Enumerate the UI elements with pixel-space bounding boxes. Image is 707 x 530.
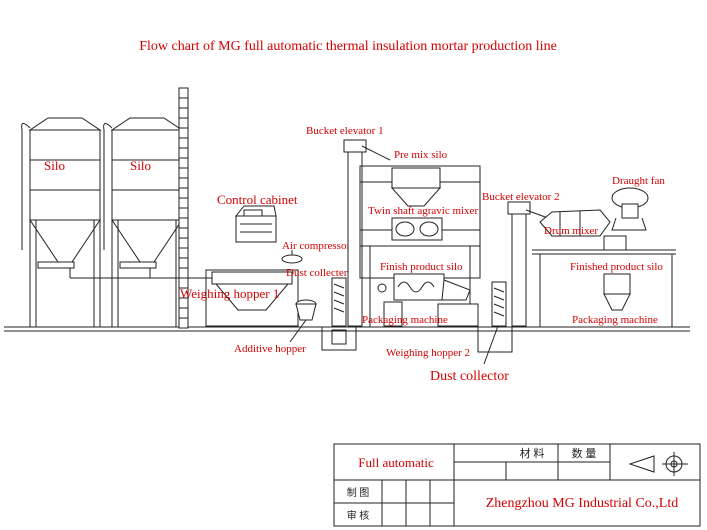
draught-fan-label: Draught fan [612,175,665,187]
twin-shaft-mixer [391,217,443,241]
dust-collector-2-label: Dust collector [430,369,509,384]
brick-wall [178,87,189,329]
drum-mixer-label: Drum mixer [544,225,598,237]
title-block [333,443,701,527]
silo-2-label: Silo [130,158,151,173]
dust-collector-1 [331,277,347,327]
air-compressor-label: Air compressor [282,240,350,252]
weighing-hopper-1-label: Weighing hopper 1 [180,286,279,301]
pit-1 [321,327,357,351]
weighing-hopper-2-label: Weighing hopper 2 [386,347,470,359]
pre-mix-silo-label: Pre mix silo [394,149,448,161]
packaging-machine-1 [377,283,479,327]
drum-mixer [539,209,627,251]
silo-2 [103,117,184,327]
title-block-material: 材 料 [520,446,545,460]
packaging-machine-1-label: Packaging machine [362,314,448,326]
additive-hopper-label: Additive hopper [234,343,306,355]
dust-collector-1-label: Dust collecter [286,267,348,279]
twin-shaft-mixer-label: Twin shaft agravic mixer [368,205,478,217]
company-name: Zhengzhou MG Industrial Co.,Ltd [486,496,678,511]
title-block-quantity: 数 量 [572,447,597,460]
pit-2 [477,327,513,353]
finish-product-silo [393,273,471,301]
title-block-checked: 审 核 [347,509,370,522]
weighing-hopper-1 [205,269,299,327]
silo-1-label: Silo [44,158,65,173]
finished-product-silo [603,273,631,311]
draught-fan [611,187,649,231]
air-compressor [281,250,303,264]
finish-product-silo-label: Finish product silo [380,261,463,273]
title-block-mode: Full automatic [358,455,434,470]
additive-hopper [289,299,317,343]
control-cabinet [234,205,277,243]
finished-product-silo-label: Finished product silo [570,261,663,273]
diagram-title: Flow chart of MG full automatic thermal … [139,39,557,54]
title-block-drawn: 制 图 [347,486,370,499]
bucket-elevator-1 [343,139,391,327]
pre-mix-silo [390,167,442,207]
bucket-elevator-2-label: Bucket elevator 2 [482,191,560,203]
control-cabinet-label: Control cabinet [217,192,298,207]
dust-collector-2 [483,281,507,365]
bucket-elevator-1-label: Bucket elevator 1 [306,125,384,137]
packaging-machine-2-label: Packaging machine [572,314,658,326]
bucket-elevator-2 [507,201,549,327]
silo-1 [21,117,102,327]
